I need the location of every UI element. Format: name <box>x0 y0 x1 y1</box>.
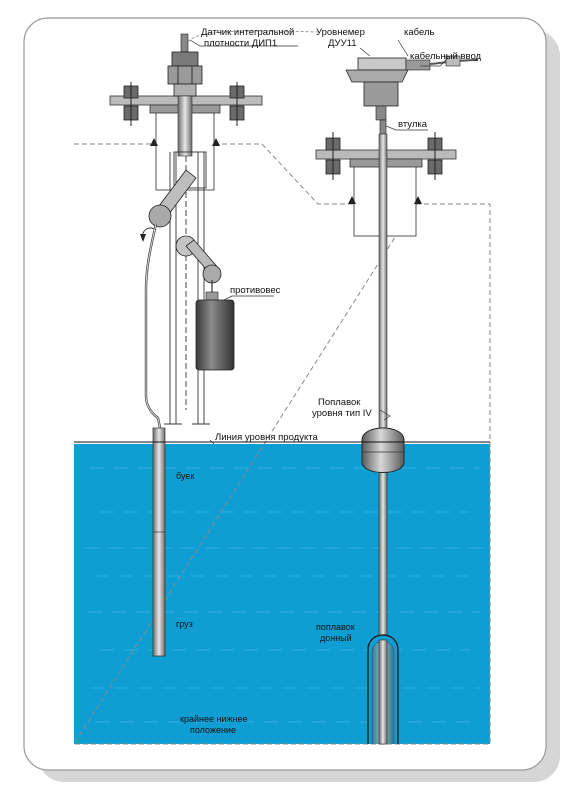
callouts <box>74 39 490 445</box>
label-float-2: уровня тип IV <box>312 408 372 419</box>
label-cable-entry: кабельный ввод <box>410 51 482 62</box>
liquid <box>74 444 490 744</box>
sensor-frame <box>164 151 210 425</box>
level-gauge-head <box>345 55 479 135</box>
label-lowest-2: положение <box>190 725 236 735</box>
label-lowest-1: крайнее нижнее <box>180 714 247 724</box>
label-bottom-float-2: донный <box>320 633 352 643</box>
label-bottom-float-1: поплавок <box>316 622 355 632</box>
label-sensor-2: плотности ДИП1 <box>204 38 277 49</box>
label-sensor-1: Датчик интегральной <box>201 27 294 38</box>
density-sensor <box>167 30 321 157</box>
label-bushing: втулка <box>398 119 428 130</box>
label-product-level: Линия уровня продукта <box>215 432 318 443</box>
buoy <box>152 427 166 657</box>
label-weight: груз <box>176 619 193 629</box>
level-float <box>361 427 405 473</box>
label-cable: кабель <box>404 27 434 38</box>
label-counterweight: противовес <box>230 285 281 296</box>
bottom-float <box>367 634 399 745</box>
lever-mechanism <box>140 169 222 284</box>
tank-outline <box>73 143 491 745</box>
counterweight <box>195 280 235 371</box>
label-float-1: Поплавок <box>318 397 361 408</box>
label-level-2: ДУУ11 <box>328 38 356 49</box>
label-buoy: буек <box>176 471 194 481</box>
label-level-1: Уровнемер <box>316 27 365 38</box>
